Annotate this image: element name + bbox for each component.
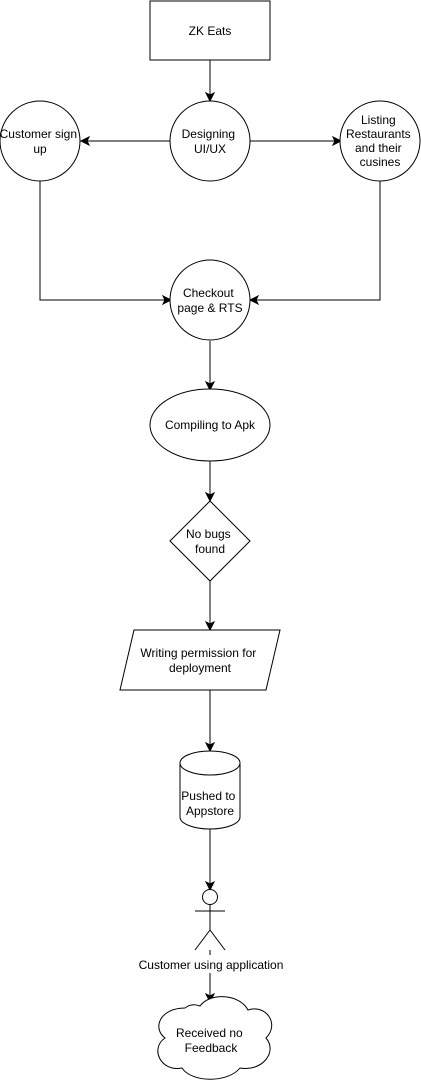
node-nobugs-label: No bugs found (186, 527, 234, 556)
node-feedback-label: Received no Feedback (176, 1026, 246, 1055)
actor-icon (194, 889, 226, 951)
edges (39, 60, 381, 1004)
node-designing-label: Designing UI/UX (182, 127, 239, 156)
node-compiling-label: Compiling to Apk (165, 418, 256, 432)
node-checkout-label: Checkout page & RTS (177, 286, 242, 315)
node-feedback: Received no Feedback (157, 996, 273, 1080)
node-checkout: Checkout page & RTS (169, 259, 251, 341)
edge-zk-eats-to-designing (204, 60, 216, 103)
node-permission: Writing permission for deployment (119, 629, 281, 691)
node-signup-label: Customer sign up (0, 127, 80, 156)
edge-checkout-to-compiling (204, 341, 216, 392)
edge-compiling-to-nobugs (204, 461, 216, 503)
edge-listing-to-checkout (248, 181, 381, 306)
node-signup: Customer sign up (0, 100, 81, 182)
node-appstore-label: Pushed to Appstore (181, 789, 238, 818)
node-appstore: Pushed to Appstore (179, 750, 241, 830)
edge-permission-to-appstore (204, 690, 216, 753)
edge-designing-to-listing (250, 135, 343, 147)
node-zk-eats: ZK Eats (149, 0, 271, 61)
node-listing-label: Listing Restaurants and their cusines (346, 113, 414, 169)
edge-nobugs-to-permission (204, 581, 216, 632)
node-permission-label: Writing permission for deployment (140, 646, 259, 675)
node-customer-label: Customer using application (139, 958, 284, 972)
node-customer: Customer using application (137, 889, 285, 973)
edge-appstore-to-customer (204, 829, 216, 892)
edge-signup-to-checkout (39, 181, 173, 306)
node-compiling: Compiling to Apk (149, 388, 271, 462)
node-zk-eats-label: ZK Eats (189, 24, 232, 38)
node-designing: Designing UI/UX (169, 100, 251, 182)
node-listing: Listing Restaurants and their cusines (339, 100, 421, 182)
node-nobugs: No bugs found (169, 500, 251, 582)
edge-designing-to-signup (79, 135, 170, 147)
